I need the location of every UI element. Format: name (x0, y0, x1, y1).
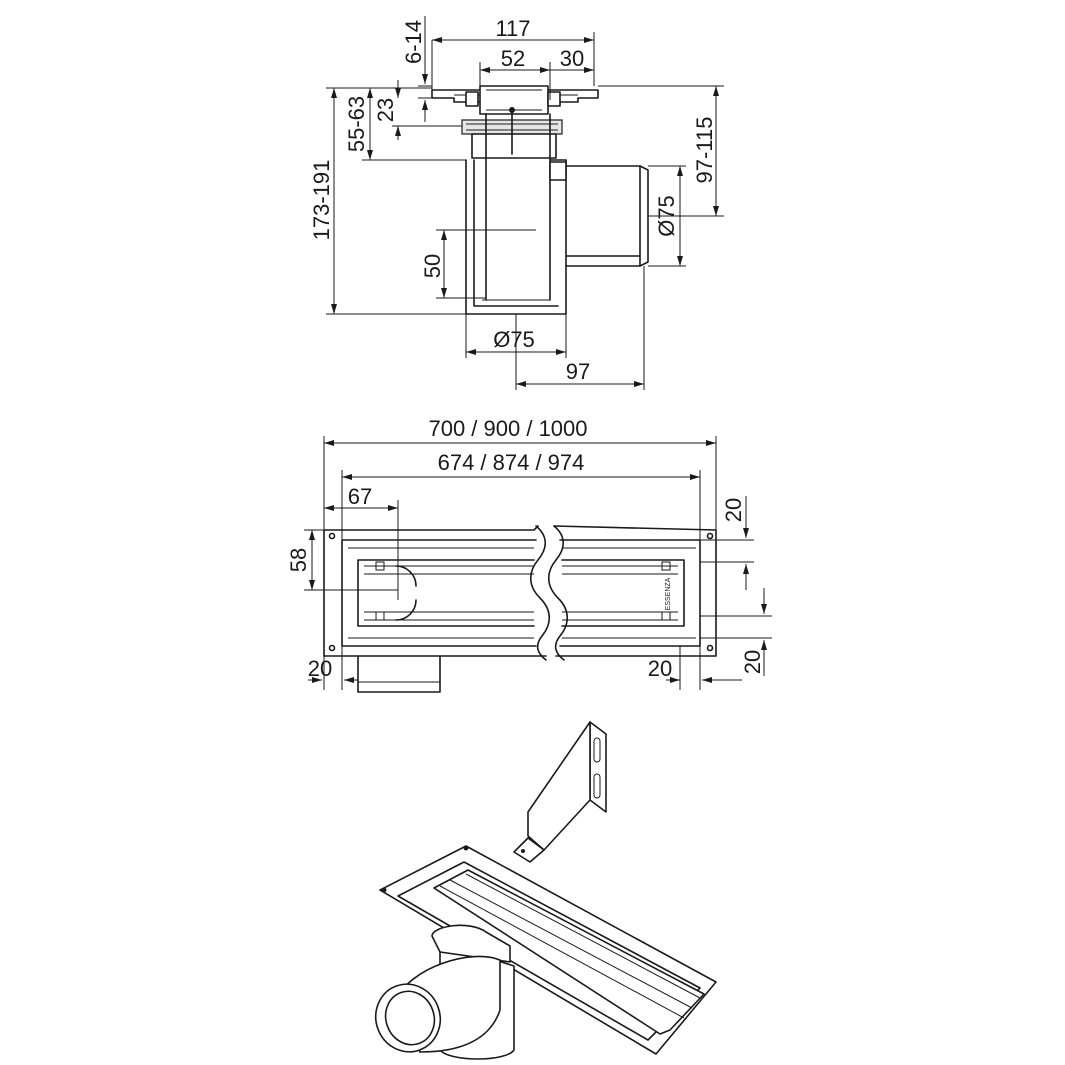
dim-52: 52 (501, 46, 525, 71)
dim-55-63: 55-63 (344, 96, 369, 152)
side-frame (431, 85, 599, 115)
side-view: 117 52 30 6-14 23 55-63 173-191 97-1 (309, 16, 724, 390)
plan-view: ESSENZA 700 / 900 / 1000 674 / 874 / 974… (286, 416, 772, 693)
dim-97-115: 97-115 (692, 117, 717, 184)
dim-58: 58 (286, 548, 311, 572)
dim-117: 117 (495, 16, 530, 41)
brand-mark: ESSENZA (665, 577, 672, 610)
dim-edge-left: 20 (308, 656, 332, 681)
dim-flange-bottom: 20 (740, 650, 765, 674)
dim-inner-length: 674 / 874 / 974 (438, 450, 585, 475)
bracket (513, 721, 607, 863)
dim-6-14: 6-14 (401, 20, 426, 64)
side-riser (485, 107, 551, 301)
dim-97: 97 (566, 359, 590, 384)
side-trap-body (465, 159, 567, 315)
dim-173-191: 173-191 (309, 160, 334, 241)
side-outlet (565, 165, 649, 267)
dim-67: 67 (348, 484, 372, 509)
dim-outlet-diameter: Ø75 (654, 195, 679, 237)
dim-50: 50 (420, 254, 445, 278)
dim-body-diameter: Ø75 (493, 327, 535, 352)
channel (379, 845, 717, 1055)
dim-23: 23 (373, 98, 398, 122)
dim-edge-right: 20 (648, 656, 672, 681)
dim-overall-length: 700 / 900 / 1000 (428, 416, 587, 441)
perspective-view (374, 721, 717, 1060)
trap (374, 924, 515, 1060)
dim-flange-top: 20 (721, 498, 746, 522)
dim-30: 30 (560, 46, 584, 71)
